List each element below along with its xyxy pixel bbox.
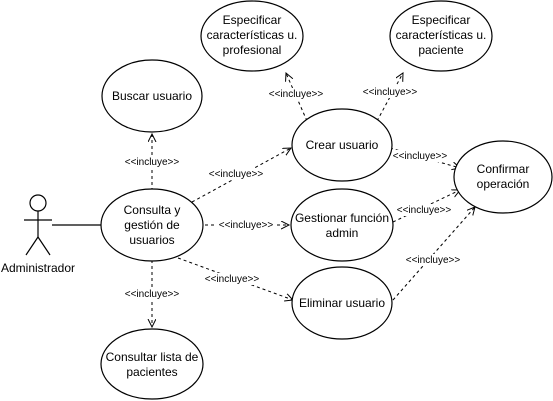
usecase-eliminar-usuario[interactable]: Eliminar usuario <box>291 266 393 340</box>
svg-text:Consulta y: Consulta y <box>124 203 181 217</box>
usecase-especificar-profesional[interactable]: Especificar características u. profesion… <box>200 0 304 72</box>
svg-text:profesional: profesional <box>223 43 282 57</box>
svg-text:<<incluye>>: <<incluye>> <box>363 87 418 98</box>
svg-text:admin: admin <box>326 226 359 240</box>
stereotype-esp-prof: <<incluye>> <box>267 88 325 100</box>
svg-text:Consultar lista de: Consultar lista de <box>106 350 199 364</box>
actor-label: Administrador <box>1 261 75 275</box>
svg-text:<<incluye>>: <<incluye>> <box>406 255 461 266</box>
svg-text:usuarios: usuarios <box>129 233 174 247</box>
usecase-especificar-paciente[interactable]: Especificar características u. paciente <box>389 0 493 72</box>
stereotype-confirmar-gestionar: <<incluye>> <box>395 204 453 216</box>
usecase-consultar-lista-pacientes[interactable]: Consultar lista de pacientes <box>100 328 204 400</box>
svg-text:características u.: características u. <box>396 28 487 42</box>
svg-text:<<incluye>>: <<incluye>> <box>125 157 180 168</box>
svg-text:Crear usuario: Crear usuario <box>306 138 379 152</box>
svg-text:pacientes: pacientes <box>126 365 177 379</box>
actor-right-leg <box>37 236 51 256</box>
actor-administrador[interactable]: Administrador <box>1 194 75 275</box>
svg-text:características u.: características u. <box>207 28 298 42</box>
usecase-label: Buscar usuario <box>112 89 192 103</box>
stereotype-confirmar-eliminar: <<incluye>> <box>404 254 462 266</box>
actor-left-leg <box>25 236 39 256</box>
svg-text:<<incluye>>: <<incluye>> <box>219 220 274 231</box>
svg-text:<<incluye>>: <<incluye>> <box>393 151 448 162</box>
stereotype-eliminar: <<incluye>> <box>203 273 261 285</box>
svg-text:Confirmar: Confirmar <box>477 162 530 176</box>
actor-head <box>29 194 47 212</box>
svg-text:gestión de: gestión de <box>124 218 180 232</box>
svg-text:<<incluye>>: <<incluye>> <box>397 205 452 216</box>
svg-text:paciente: paciente <box>418 43 464 57</box>
svg-text:<<incluye>>: <<incluye>> <box>209 169 264 180</box>
usecase-crear-usuario[interactable]: Crear usuario <box>291 108 393 182</box>
svg-text:<<incluye>>: <<incluye>> <box>269 89 324 100</box>
stereotype-esp-pac: <<incluye>> <box>361 86 419 98</box>
stereotype-confirmar-crear: <<incluye>> <box>391 150 449 162</box>
usecase-confirmar-operacion[interactable]: Confirmar operación <box>453 140 553 214</box>
stereotype-buscar: <<incluye>> <box>123 156 181 168</box>
usecase-consulta-gestion-usuarios[interactable]: Consulta y gestión de usuarios <box>100 188 204 262</box>
svg-text:<<incluye>>: <<incluye>> <box>125 289 180 300</box>
svg-text:<<incluye>>: <<incluye>> <box>205 274 260 285</box>
usecase-buscar-usuario[interactable]: Buscar usuario <box>101 59 203 133</box>
svg-text:Eliminar usuario: Eliminar usuario <box>299 296 385 310</box>
include-confirmar-from-eliminar <box>392 207 475 301</box>
stereotype-gestionar: <<incluye>> <box>217 219 275 231</box>
svg-text:Especificar: Especificar <box>223 13 282 27</box>
stereotype-consultar-lista: <<incluye>> <box>123 288 181 300</box>
stereotype-crear: <<incluye>> <box>207 168 265 180</box>
svg-text:operación: operación <box>477 177 530 191</box>
svg-text:Gestionar función: Gestionar función <box>295 211 389 225</box>
usecase-gestionar-funcion-admin[interactable]: Gestionar función admin <box>290 188 394 262</box>
svg-text:Especificar: Especificar <box>412 13 471 27</box>
